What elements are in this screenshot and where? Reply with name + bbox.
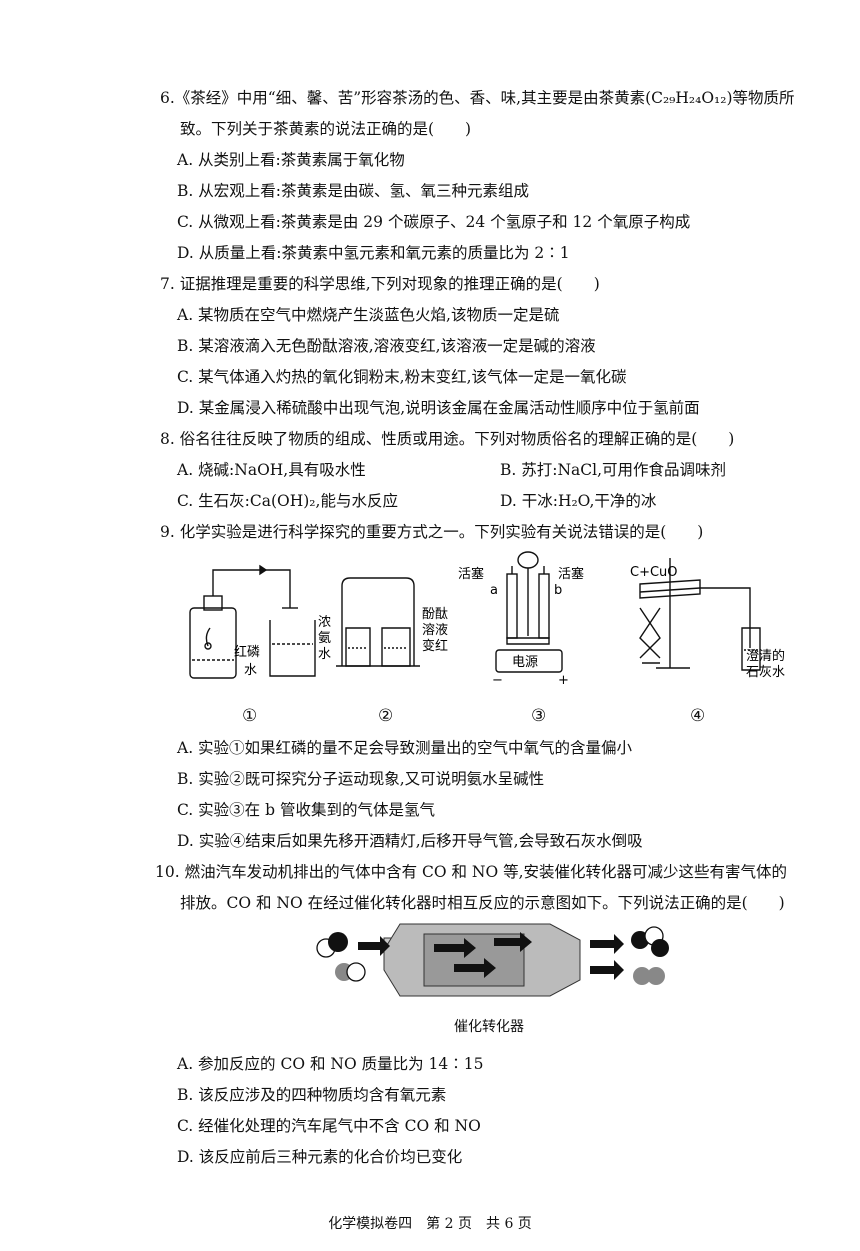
label-water: 水 xyxy=(244,663,257,678)
q7-option-b: B. 某溶液滴入无色酚酞溶液,溶液变红,该溶液一定是碱的溶液 xyxy=(177,337,596,355)
q7-stem: 7. 证据推理是重要的科学思维,下列对现象的推理正确的是( ) xyxy=(160,275,600,293)
q10-stem-line1: 10. 燃油汽车发动机排出的气体中含有 CO 和 NO 等,安装催化转化器可减少… xyxy=(155,863,788,881)
q10-option-c: C. 经催化处理的汽车尾气中不含 CO 和 NO xyxy=(177,1117,481,1135)
q8-stem: 8. 俗名往往反映了物质的组成、性质或用途。下列对物质俗名的理解正确的是( ) xyxy=(160,430,735,448)
page-footer: 化学模拟卷四 第 2 页 共 6 页 xyxy=(328,1216,532,1232)
q8-option-d: D. 干冰:H₂O,干净的冰 xyxy=(500,492,657,510)
q10-option-a: A. 参加反应的 CO 和 NO 质量比为 14∶15 xyxy=(177,1055,484,1073)
q10-option-d: D. 该反应前后三种元素的化合价均已变化 xyxy=(177,1148,463,1166)
q6-option-d: D. 从质量上看:茶黄素中氢元素和氧元素的质量比为 2∶1 xyxy=(177,244,570,262)
experiment-1-apparatus xyxy=(189,564,316,679)
label-minus: − xyxy=(492,673,503,688)
figure-number-2: ② xyxy=(378,706,394,726)
q7-option-a: A. 某物质在空气中燃烧产生淡蓝色火焰,该物质一定是硫 xyxy=(177,306,560,324)
label-plus: + xyxy=(558,673,569,688)
q9-option-d: D. 实验④结束后如果先移开酒精灯,后移开导气管,会导致石灰水倒吸 xyxy=(177,832,643,850)
figure-number-1: ① xyxy=(242,706,258,726)
label-phenolphthalein-3: 变红 xyxy=(422,638,448,654)
q9-stem: 9. 化学实验是进行科学探究的重要方式之一。下列实验有关说法错误的是( ) xyxy=(160,523,704,541)
q6-stem-line1: 6.《茶经》中用“细、馨、苦”形容茶汤的色、香、味,其主要是由茶黄素(C₂₉H₂… xyxy=(160,89,795,107)
q6-option-b: B. 从宏观上看:茶黄素是由碳、氢、氧三种元素组成 xyxy=(177,182,529,200)
label-red-phosphorus: 红磷 xyxy=(234,644,260,660)
label-ammonia-1: 浓 xyxy=(318,615,331,630)
q9-option-a: A. 实验①如果红磷的量不足会导致测量出的空气中氧气的含量偏小 xyxy=(177,739,633,757)
label-stopcock-right: 活塞 xyxy=(558,566,584,582)
q9-option-b: B. 实验②既可探究分子运动现象,又可说明氨水呈碱性 xyxy=(177,770,545,788)
label-limewater-1: 澄清的 xyxy=(746,648,785,664)
label-ammonia-3: 水 xyxy=(318,647,331,662)
label-reactants: C+CuO xyxy=(630,565,678,580)
label-ammonia-2: 氨 xyxy=(318,631,331,646)
q9-experiment-figures: 红磷 水 浓 氨 水 酚酞 溶液 变红 活塞 活塞 a b 电源 xyxy=(170,548,810,702)
q9-option-c: C. 实验③在 b 管收集到的气体是氢气 xyxy=(177,801,435,819)
catalytic-converter-caption: 催化转化器 xyxy=(454,1019,524,1035)
q10-option-b: B. 该反应涉及的四种物质均含有氧元素 xyxy=(177,1086,447,1104)
q7-option-c: C. 某气体通入灼热的氧化铜粉末,粉末变红,该气体一定是一氧化碳 xyxy=(177,368,627,386)
label-stopcock-left: 活塞 xyxy=(458,566,484,582)
figure-number-3: ③ xyxy=(531,706,547,726)
figure-number-4: ④ xyxy=(690,706,706,726)
experiment-3-apparatus xyxy=(495,551,563,673)
q8-option-b: B. 苏打:NaCl,可用作食品调味剂 xyxy=(500,461,727,479)
label-tube-b: b xyxy=(554,583,562,598)
experiment-4-apparatus xyxy=(639,558,761,671)
label-limewater-2: 石灰水 xyxy=(746,665,785,680)
q8-option-a: A. 烧碱:NaOH,具有吸水性 xyxy=(177,461,366,479)
q10-stem-line2: 排放。CO 和 NO 在经过催化转化器时相互反应的示意图如下。下列说法正确的是(… xyxy=(180,894,785,912)
q6-stem-line2: 致。下列关于茶黄素的说法正确的是( ) xyxy=(180,120,472,138)
label-power-supply: 电源 xyxy=(512,655,538,670)
experiment-2-apparatus xyxy=(336,577,420,667)
q6-option-a: A. 从类别上看:茶黄素属于氧化物 xyxy=(177,151,405,169)
label-phenolphthalein-2: 溶液 xyxy=(422,623,448,638)
q6-option-c: C. 从微观上看:茶黄素是由 29 个碳原子、24 个氢原子和 12 个氧原子构… xyxy=(177,213,691,231)
catalytic-converter-diagram xyxy=(304,918,674,1010)
label-tube-a: a xyxy=(490,583,498,598)
q8-option-c: C. 生石灰:Ca(OH)₂,能与水反应 xyxy=(177,492,398,510)
q7-option-d: D. 某金属浸入稀硫酸中出现气泡,说明该金属在金属活动性顺序中位于氢前面 xyxy=(177,399,700,417)
label-phenolphthalein-1: 酚酞 xyxy=(422,607,448,622)
